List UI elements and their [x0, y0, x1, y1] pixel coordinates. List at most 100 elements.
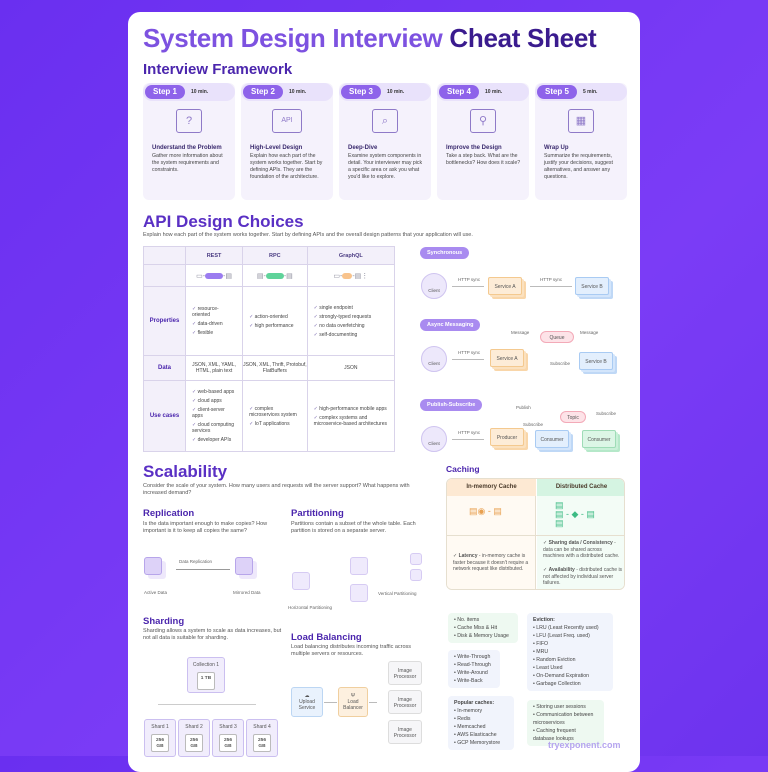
use-case-item: web-based apps [192, 389, 236, 395]
scalability-subtitle: Consider the scale of your system. How m… [143, 483, 410, 496]
cache-use-cases-box: Storing user sessionsCommunication betwe… [527, 700, 604, 746]
active-data-icon [144, 557, 162, 575]
use-case-item: developer APIs [192, 437, 236, 443]
async-messaging-tag: Async Messaging [420, 319, 481, 331]
popular-cache-item: AWS Elasticache [454, 731, 508, 739]
cache-use-case-item: Storing user sessions [533, 703, 598, 711]
api-flow-icon: API [272, 109, 302, 133]
distributed-cache-icon: ▤▤ ‑ ◆ ‑ ▤▤ [555, 500, 595, 528]
eviction-box: Eviction:LRU (Least Recently used)LFU (L… [527, 613, 613, 691]
step-title: Wrap Up [544, 145, 569, 151]
cache-comparison: In-memory Cache Distributed Cache ▤◉ ‑ ▤… [446, 478, 625, 590]
popular-cache-item: GCP Memorystore [454, 739, 508, 747]
col-graphql: GraphQL [306, 246, 396, 265]
producer-node: Producer [490, 428, 524, 446]
eviction-item: Garbage Collection [533, 680, 607, 688]
brand-watermark: tryexponent.com [548, 740, 621, 750]
api-heading: API Design Choices [143, 212, 304, 231]
image-processor-node: Image Processor [388, 690, 422, 714]
property-item: self-documenting [314, 332, 388, 338]
col-rest: REST [184, 246, 244, 265]
graphql-diagram-icon: ▭‑‑▤⋮ [306, 264, 396, 287]
write-policy-item: Write-Through [454, 653, 494, 661]
use-case-item: cloud apps [192, 398, 236, 404]
use-case-item: cloud computing services [192, 422, 236, 434]
step-title: Deep-Dive [348, 145, 378, 151]
cloud-upload-icon: ☁ [304, 693, 310, 699]
consumer-node: Consumer [582, 430, 616, 448]
image-processor-node: Image Processor [388, 661, 422, 685]
service-a-node: Service A [490, 349, 524, 367]
consumer-node: Consumer [535, 430, 569, 448]
use-case-item: client-server apps [192, 407, 236, 419]
write-policy-item: Write-Back [454, 677, 494, 685]
topic-node: Topic [560, 411, 586, 423]
popular-cache-item: Redis [454, 715, 508, 723]
col-rpc: RPC [242, 246, 308, 265]
property-item: data-driven [192, 321, 236, 327]
cache-use-case-item: Communication between microservices [533, 711, 598, 727]
write-policies-box: Write-ThroughRead-ThroughWrite-AroundWri… [448, 650, 500, 688]
popular-cache-item: Memcached [454, 723, 508, 731]
client-node: Client [421, 346, 447, 372]
scalability-heading: Scalability [143, 462, 228, 481]
api-subtitle: Explain how each part of the system work… [143, 232, 473, 238]
page-title: System Design Interview Cheat Sheet [143, 23, 597, 53]
eviction-item: FIFO [533, 640, 607, 648]
step-title: High-Level Design [250, 145, 303, 151]
mirrored-data-icon [235, 557, 253, 575]
cache-use-case-item: Caching frequent database lookups [533, 727, 598, 743]
upload-service-node: ☁Upload Service [291, 687, 323, 717]
client-node: Client [421, 426, 447, 452]
popular-caches-box: Popular caches:In-memoryRedisMemcachedAW… [448, 696, 514, 750]
property-item: strongly-typed requests [314, 314, 388, 320]
synchronous-tag: Synchronous [420, 247, 470, 259]
eviction-item: Random Eviction [533, 656, 607, 664]
metric-item: Cache Miss & Hit [454, 624, 512, 632]
property-item: single endpoint [314, 305, 388, 311]
property-item: resource-oriented [192, 306, 236, 318]
caching-heading: Caching [446, 464, 480, 474]
rest-diagram-icon: ▭‑‑▤ [184, 264, 244, 287]
queue-node: Queue [540, 331, 574, 343]
sharding-heading: Sharding [143, 616, 185, 627]
cheat-sheet-card: System Design Interview Cheat Sheet Inte… [128, 12, 640, 772]
step-description: Take a step back. What are the bottlenec… [446, 153, 521, 166]
eviction-item: LFU (Least Freq. used) [533, 632, 607, 640]
open-book-icon: ⚲ [470, 109, 496, 133]
replication-heading: Replication [143, 508, 195, 519]
service-a-node: Service A [488, 277, 522, 295]
framework-heading: Interview Framework [143, 61, 293, 78]
in-memory-cache-icon: ▤◉ ‑ ▤ [469, 506, 502, 516]
box-icon: ▦ [568, 109, 594, 133]
client-node: Client [421, 273, 447, 299]
publish-subscribe-tag: Publish-Subscribe [420, 399, 483, 411]
property-item: action-oriented [249, 314, 301, 320]
use-case-item: high-performance mobile apps [314, 406, 388, 412]
image-processor-node: Image Processor [388, 720, 422, 744]
fork-icon: Ψ [350, 693, 356, 699]
step-title: Improve the Design [446, 145, 502, 151]
partitioning-heading: Partitioning [291, 508, 344, 519]
eviction-item: MRU [533, 648, 607, 656]
service-b-node: Service B [575, 277, 609, 295]
cache-metrics-box: No. itemsCache Miss & HitDisk & Memory U… [448, 613, 518, 643]
step-title: Understand the Problem [152, 145, 222, 151]
step-description: Gather more information about the system… [152, 153, 223, 173]
